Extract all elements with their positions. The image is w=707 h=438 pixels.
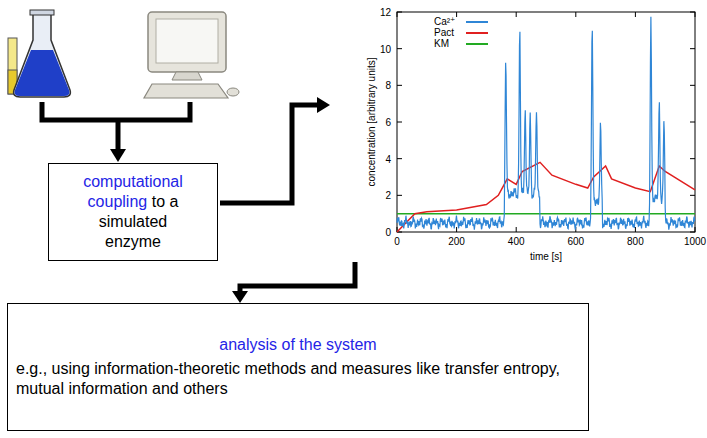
tick (690, 85, 695, 86)
arrowhead (317, 97, 330, 113)
legend-swatch (466, 32, 488, 34)
tick (635, 227, 636, 232)
data-series (397, 213, 695, 215)
flow-line (220, 105, 318, 203)
legend-entry: Pact (434, 27, 488, 38)
mouse (227, 88, 239, 96)
tick-label: 200 (448, 236, 465, 247)
arrowhead (232, 291, 248, 303)
tick (690, 158, 695, 159)
keyboard (144, 84, 228, 98)
tick (397, 122, 402, 123)
tick (397, 48, 402, 49)
tick (690, 232, 695, 233)
tick (516, 227, 517, 232)
flow-arrows (42, 102, 355, 292)
flask-rim (30, 10, 54, 15)
flask-glass (14, 14, 71, 97)
tick (690, 122, 695, 123)
tick (690, 48, 695, 49)
legend-entry: KM (434, 38, 488, 49)
tick (690, 12, 695, 13)
merge-line (42, 102, 190, 120)
flask-liquid (15, 50, 70, 96)
screen (156, 19, 218, 63)
tick-label: 12 (380, 7, 391, 18)
box-text: e.g., using information-theoretic method… (16, 359, 580, 399)
tick (397, 12, 402, 13)
legend-swatch (466, 21, 488, 23)
tick (397, 12, 398, 17)
tick-label: 800 (627, 236, 644, 247)
legend-entry: Ca²⁺ (434, 16, 488, 27)
tick (456, 12, 457, 17)
tick (397, 85, 402, 86)
tick-label: 0 (385, 227, 391, 238)
tick (516, 12, 517, 17)
tick-label: 4 (385, 153, 391, 164)
data-series (397, 17, 695, 230)
tick (695, 227, 696, 232)
legend-text: KM (434, 38, 460, 49)
tick-label: 400 (508, 236, 525, 247)
plot-frame (397, 12, 695, 232)
legend-text: Ca²⁺ (434, 16, 460, 27)
chart-series (397, 17, 695, 232)
monitor-stand (172, 72, 202, 80)
tick (456, 227, 457, 232)
box-heading: analysis of the system (16, 335, 580, 355)
axis-title: time [s] (530, 251, 562, 262)
monitor (148, 12, 226, 72)
legend-swatch (466, 43, 488, 45)
text-holder: analysis of the system e.g., using inform… (16, 335, 580, 399)
computer-icon (144, 12, 239, 98)
process-box: analysis of the system e.g., using inform… (7, 303, 589, 431)
process-box: computational couplingto a simulated enz… (48, 163, 218, 261)
flask-icon (8, 10, 70, 97)
tick-label: 6 (385, 117, 391, 128)
text-holder: computational couplingto a simulated enz… (71, 172, 195, 252)
axis-ticks (397, 12, 695, 232)
tick-label: 8 (385, 80, 391, 91)
tick (690, 195, 695, 196)
legend-text: Pact (434, 27, 460, 38)
tick-label: 10 (380, 43, 391, 54)
arrowhead (110, 149, 126, 162)
flow-line (240, 262, 355, 292)
tick (635, 12, 636, 17)
tick (397, 195, 402, 196)
axis-title: concentration [arbitrary units] (366, 58, 377, 187)
tick-label: 1000 (684, 236, 706, 247)
flow-line (116, 120, 121, 150)
tick (575, 12, 576, 17)
tick-label: 0 (394, 236, 400, 247)
tick (397, 158, 402, 159)
tick (695, 12, 696, 17)
tick-label: 600 (567, 236, 584, 247)
tick-label: 2 (385, 190, 391, 201)
